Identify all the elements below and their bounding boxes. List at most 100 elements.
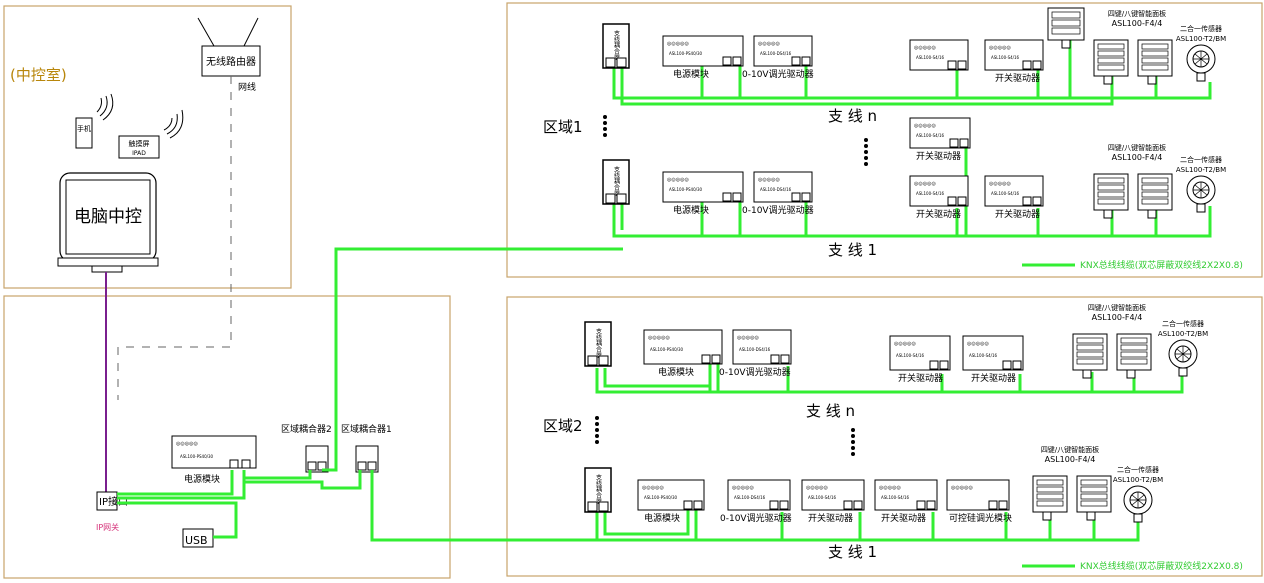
phone-device: [75, 117, 93, 149]
svg-text:ASL100-S4/16: ASL100-S4/16: [916, 55, 945, 60]
network-cable-label: 网线: [238, 81, 256, 93]
svg-text:支线耦合器: 支线耦合器: [613, 29, 620, 61]
z1-n-line-coupler: 支线耦合器: [602, 23, 630, 69]
svg-text:◎◎◎◎◎: ◎◎◎◎◎: [732, 485, 754, 491]
svg-text:ASL100-S4/16: ASL100-S4/16: [991, 55, 1020, 60]
svg-text:◎◎◎◎◎: ◎◎◎◎◎: [642, 485, 664, 491]
zone2-dots-vertical: [595, 416, 855, 456]
z2-1-power-module-label: 电源模块: [644, 512, 680, 524]
z1-1-panel-title: 四键/八键智能面板: [1108, 143, 1166, 152]
ip-gateway-caption: IP网关: [96, 522, 119, 532]
z2-1-switch-a-label: 开关驱动器: [808, 512, 853, 524]
svg-text:◎◎◎◎◎: ◎◎◎◎◎: [967, 341, 989, 347]
svg-text:ASL100-S4/16: ASL100-S4/16: [916, 133, 945, 138]
z1-1-sensor: 二合一传感器 ASL100-T2/BM: [1176, 155, 1226, 213]
wireless-router: 无线路由器 网线: [197, 17, 261, 93]
svg-text:支线耦合器: 支线耦合器: [595, 327, 602, 359]
svg-text:◎◎◎◎◎: ◎◎◎◎◎: [758, 41, 780, 47]
z1-1-sensor-model: ASL100-T2/BM: [1176, 166, 1226, 174]
svg-text:ASL100-S4/16: ASL100-S4/16: [896, 353, 925, 358]
z2-1-panel-model: ASL100-F4/4: [1045, 455, 1096, 464]
z2-1-dali-label: 可控硅调光模块: [949, 512, 1012, 524]
z2-1-dimmer-label: 0-10V调光驱动器: [720, 512, 792, 524]
z1-n-sensor-model: ASL100-T2/BM: [1176, 35, 1226, 43]
z2-1-switch-b-label: 开关驱动器: [881, 512, 926, 524]
left-power-module: ◎◎◎◎◎ ASL100-PS40/30 电源模块: [171, 435, 257, 485]
z2-1-dali: ◎◎◎◎◎ 可控硅调光模块: [946, 479, 1012, 524]
svg-text:ASL100-DS4/16: ASL100-DS4/16: [760, 187, 792, 192]
svg-text:ASL100-S4/16: ASL100-S4/16: [808, 495, 837, 500]
svg-text:◎◎◎◎◎: ◎◎◎◎◎: [989, 181, 1011, 187]
z2-1-sensor-model: ASL100-T2/BM: [1113, 476, 1163, 484]
z2-1-power-module: ◎◎◎◎◎ ASL100-PS40/30 电源模块: [637, 479, 705, 524]
z1-1-line-coupler: 支线耦合器: [602, 159, 630, 205]
svg-text:ASL100-PS40/30: ASL100-PS40/30: [669, 187, 703, 192]
z1-n-sensor: 二合一传感器 ASL100-T2/BM: [1176, 24, 1226, 82]
z2-n-switch-a-label: 开关驱动器: [898, 372, 943, 384]
z1-1-switch-a: ◎◎◎◎◎ ASL100-S4/16 开关驱动器: [909, 175, 969, 220]
svg-text:◎◎◎◎◎: ◎◎◎◎◎: [648, 335, 670, 341]
pc-label: 电脑中控: [74, 207, 142, 227]
svg-text:◎◎◎◎◎: ◎◎◎◎◎: [914, 181, 936, 187]
zone2-line-1-bus: [595, 508, 1140, 542]
z2-1-switch-a: ◎◎◎◎◎ ASL100-S4/16 开关驱动器: [801, 479, 865, 524]
svg-text:ASL100-DS4/16: ASL100-DS4/16: [739, 347, 771, 352]
zone1-line-1-label: 支 线 1: [828, 241, 877, 259]
touchscreen-wifi-icon: [163, 109, 184, 139]
z1-1-switch-a-label: 开关驱动器: [916, 208, 961, 220]
svg-text:ASL100-PS40/30: ASL100-PS40/30: [669, 51, 703, 56]
z1-1-sensor-title: 二合一传感器: [1180, 155, 1222, 164]
z1-1-dimmer-label: 0-10V调光驱动器: [742, 204, 814, 216]
zone2-frame: [506, 296, 1263, 577]
svg-text:支线耦合器: 支线耦合器: [613, 165, 620, 197]
z2-1-line-coupler: 支线耦合器: [584, 467, 612, 513]
z1-n-sensor-title: 二合一传感器: [1180, 24, 1222, 33]
svg-text:◎◎◎◎◎: ◎◎◎◎◎: [737, 335, 759, 341]
z2-n-panel-title: 四键/八键智能面板: [1088, 303, 1146, 312]
svg-text:ASL100-S4/16: ASL100-S4/16: [881, 495, 910, 500]
zone1-frame: [506, 2, 1263, 278]
zone1-line-1-bus: [612, 148, 1212, 238]
z1-1-switch-b-label: 开关驱动器: [995, 208, 1040, 220]
svg-text:◎◎◎◎◎: ◎◎◎◎◎: [806, 485, 828, 491]
z1-n-panel-title: 四键/八键智能面板: [1108, 9, 1166, 18]
z2-n-dimmer: ◎◎◎◎◎ ASL100-DS4/16 0-10V调光驱动器: [719, 329, 792, 378]
svg-text:◎◎◎◎◎: ◎◎◎◎◎: [879, 485, 901, 491]
z2-1-sensor-title: 二合一传感器: [1117, 465, 1159, 474]
left-power-module-label: 电源模块: [184, 473, 220, 485]
left-system-frame: [3, 295, 451, 579]
svg-text:ASL100-DS4/16: ASL100-DS4/16: [760, 51, 792, 56]
z1-n-dimmer: ◎◎◎◎◎ASL100-DS4/160-10V调光驱动器: [742, 35, 814, 80]
svg-text:ASL100-S4/16: ASL100-S4/16: [969, 353, 998, 358]
z2-1-sensor: 二合一传感器 ASL100-T2/BM: [1113, 465, 1163, 523]
z1-n-switch-a: ◎◎◎◎◎ ASL100-S4/16: [909, 39, 969, 71]
zone1-line-n-label: 支 线 n: [828, 107, 877, 125]
svg-text:◎◎◎◎◎: ◎◎◎◎◎: [914, 45, 936, 51]
z2-1-panel-title: 四键/八键智能面板: [1041, 445, 1099, 454]
svg-text:◎◎◎◎◎: ◎◎◎◎◎: [914, 123, 936, 129]
svg-text:支线耦合器: 支线耦合器: [595, 473, 602, 505]
zone2-label: 区域2: [543, 417, 583, 435]
phone-wifi-icon: [96, 93, 114, 121]
area-coupler-1: 区域耦合器1: [341, 423, 392, 473]
svg-text:ASL100-S4/16: ASL100-S4/16: [916, 191, 945, 196]
svg-text:ASL100-PS40/30: ASL100-PS40/30: [644, 495, 678, 500]
svg-text:◎◎◎◎◎: ◎◎◎◎◎: [951, 485, 973, 491]
z1-n-extra-panel: [1047, 7, 1085, 49]
phone-label: 手机: [77, 124, 91, 133]
z2-1-switch-b: ◎◎◎◎◎ ASL100-S4/16 开关驱动器: [874, 479, 938, 524]
backbone-bus-lines: [117, 247, 623, 542]
area-coupler-2-label: 区域耦合器2: [281, 423, 332, 435]
z2-n-dimmer-label: 0-10V调光驱动器: [719, 366, 791, 378]
